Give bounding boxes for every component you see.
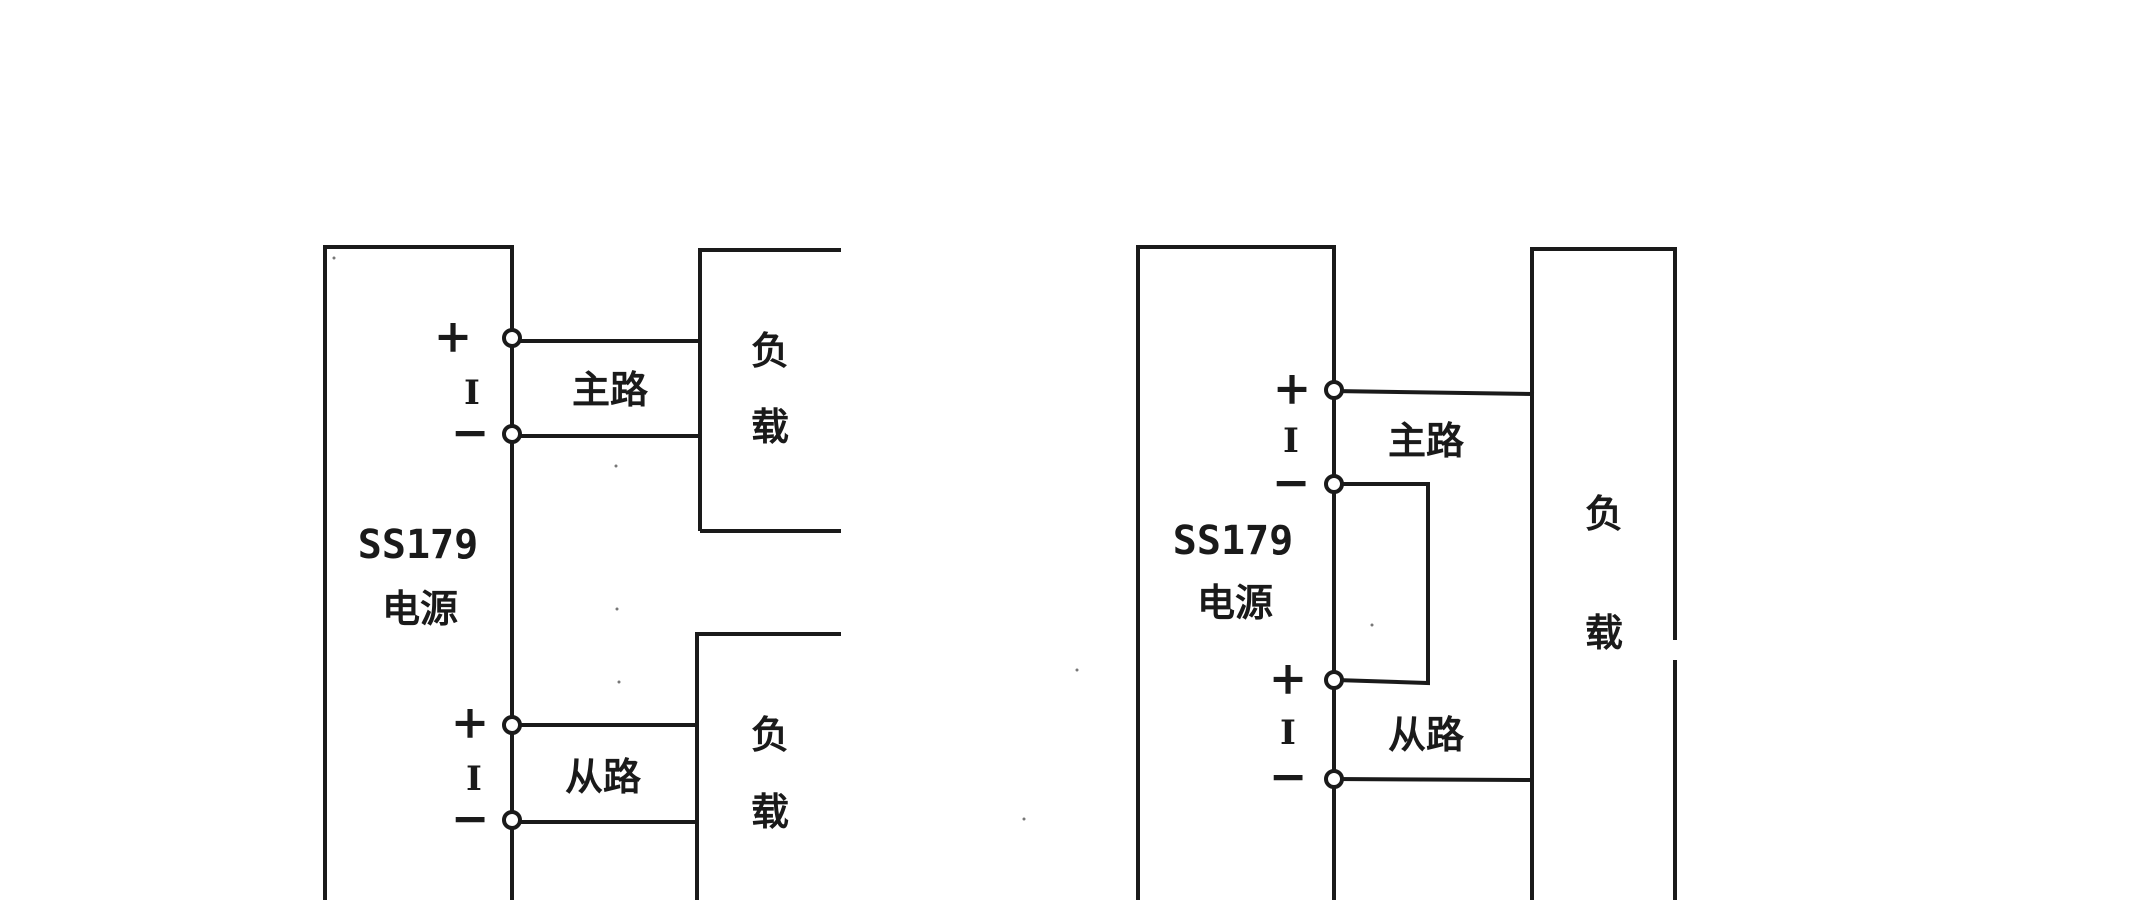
right-slave-current-symbol: I	[1280, 713, 1296, 753]
scan-specks	[332, 256, 1374, 821]
right-slave-channel-label: 从路	[1388, 713, 1465, 757]
right-main-plus-wire	[1331, 388, 1535, 397]
left-main-plus-terminal	[502, 328, 522, 348]
left-load-top-char2: 载	[751, 405, 789, 449]
left-main-minus-sign: −	[451, 405, 490, 459]
left-load-top-box	[698, 248, 841, 533]
left-load-top-char1: 负	[751, 329, 789, 373]
right-load-box	[1530, 247, 1677, 900]
right-series-jumper-wire	[1331, 482, 1430, 686]
right-load-char1: 负	[1585, 492, 1623, 536]
left-main-channel-label: 主路	[572, 368, 649, 412]
right-power-model: SS179	[1173, 518, 1293, 564]
left-slave-current-symbol: I	[466, 759, 482, 799]
left-slave-plus-terminal	[502, 715, 522, 735]
right-main-plus-terminal	[1324, 380, 1344, 400]
right-power-supply-box	[1136, 245, 1336, 900]
right-main-plus-sign: +	[1273, 361, 1312, 415]
right-slave-plus-terminal	[1324, 670, 1344, 690]
left-slave-minus-sign: −	[451, 791, 490, 845]
left-main-plus-sign: +	[434, 309, 473, 363]
right-slave-minus-terminal	[1324, 769, 1344, 789]
left-main-minus-terminal	[502, 424, 522, 444]
right-main-minus-sign: −	[1272, 455, 1311, 509]
right-main-minus-terminal	[1324, 474, 1344, 494]
left-load-bottom-char2: 载	[751, 790, 789, 834]
left-slave-channel-label: 从路	[565, 755, 642, 799]
left-slave-plus-sign: +	[451, 695, 490, 749]
right-load-char2: 载	[1585, 611, 1623, 655]
right-power-name: 电源	[1197, 581, 1273, 625]
right-slave-minus-wire	[1331, 776, 1535, 783]
left-power-supply-box	[323, 245, 514, 900]
right-main-current-symbol: I	[1283, 421, 1299, 461]
left-power-model: SS179	[358, 522, 478, 568]
right-main-channel-label: 主路	[1388, 419, 1465, 463]
left-diagram: + I − + I − 主路 从路 SS179 电源 负 载 负 载	[323, 245, 841, 900]
right-diagram: + I − + I − 主路 从路 SS179 电源 负 载	[1136, 245, 1678, 900]
right-slave-minus-sign: −	[1269, 749, 1308, 803]
left-main-current-symbol: I	[464, 373, 480, 413]
left-slave-minus-terminal	[502, 810, 522, 830]
left-load-bottom-char1: 负	[751, 713, 789, 757]
right-slave-plus-sign: +	[1269, 651, 1308, 705]
left-power-name: 电源	[382, 587, 458, 631]
left-load-bottom-box	[695, 632, 841, 900]
